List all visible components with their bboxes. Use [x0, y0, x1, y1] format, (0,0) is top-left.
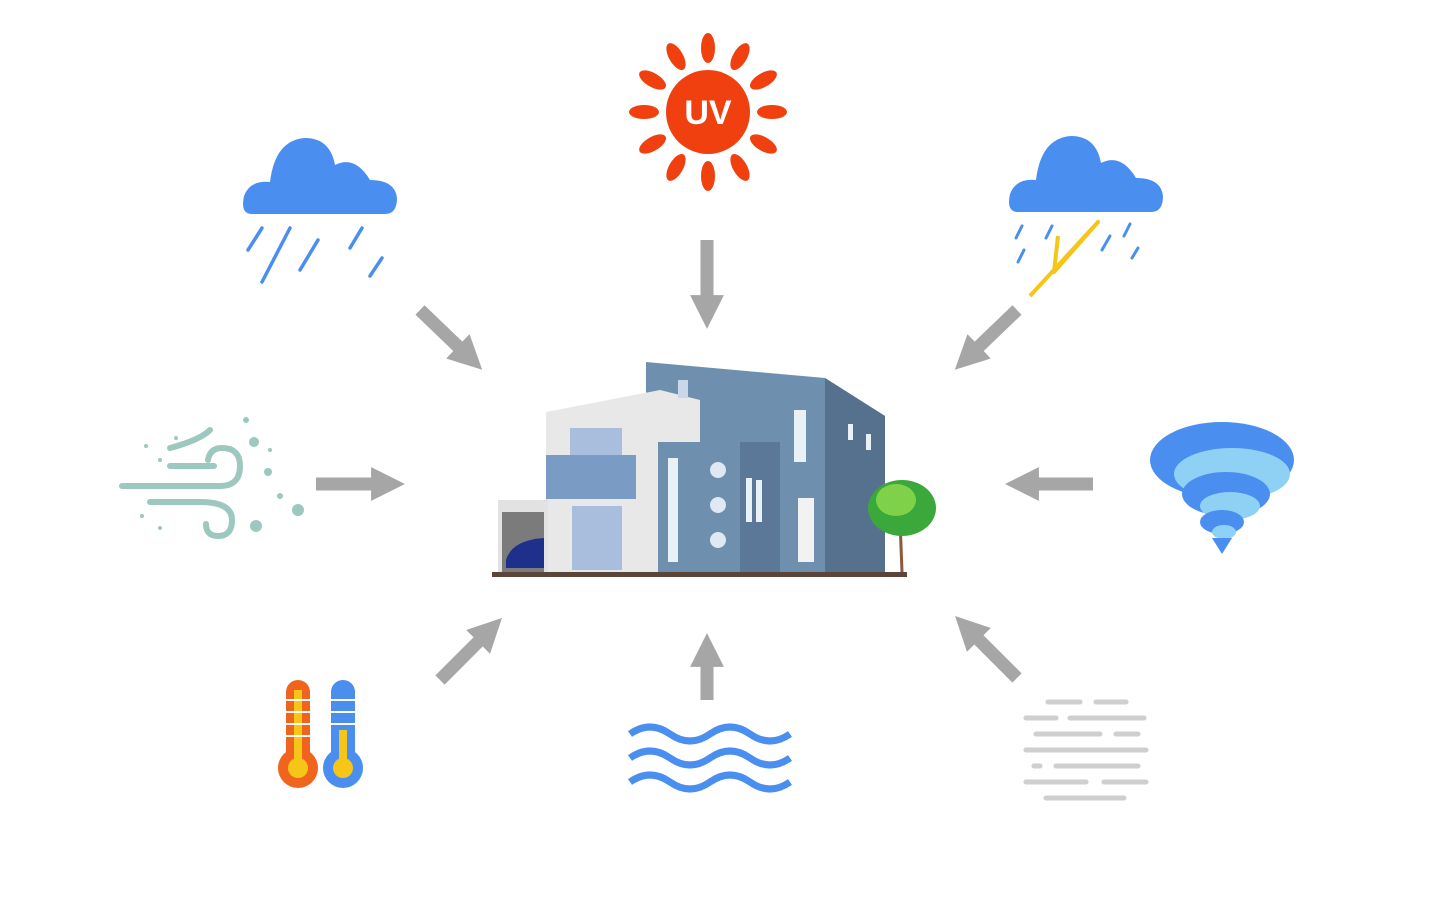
arrow-top-left — [415, 305, 483, 370]
sun-ray — [749, 134, 777, 154]
arrow-bottom-left — [435, 618, 502, 685]
typhoon-icon — [1150, 422, 1294, 554]
sun-ray — [666, 153, 686, 181]
sun-ray — [639, 134, 667, 154]
sun-ray — [701, 161, 715, 191]
sun-ray — [749, 70, 777, 90]
sun-uv-icon: UV — [629, 33, 787, 191]
arrow-top-right — [954, 305, 1022, 370]
uv-label: UV — [684, 94, 732, 132]
thunderstorm-icon — [1009, 136, 1163, 298]
temperature-icon — [278, 680, 363, 788]
arrow-bottom-right — [955, 616, 1022, 683]
house-icon — [492, 362, 936, 577]
sun-ray — [701, 33, 715, 63]
sun-ray — [629, 105, 659, 119]
sun-ray — [639, 70, 667, 90]
water-waves-icon — [627, 723, 793, 793]
rain-cloud-icon — [243, 138, 397, 284]
fog-icon — [1023, 699, 1149, 801]
sun-ray — [666, 43, 686, 71]
wind-icon — [119, 417, 304, 540]
sun-ray — [730, 153, 750, 181]
sun-ray — [757, 105, 787, 119]
sun-ray — [730, 43, 750, 71]
